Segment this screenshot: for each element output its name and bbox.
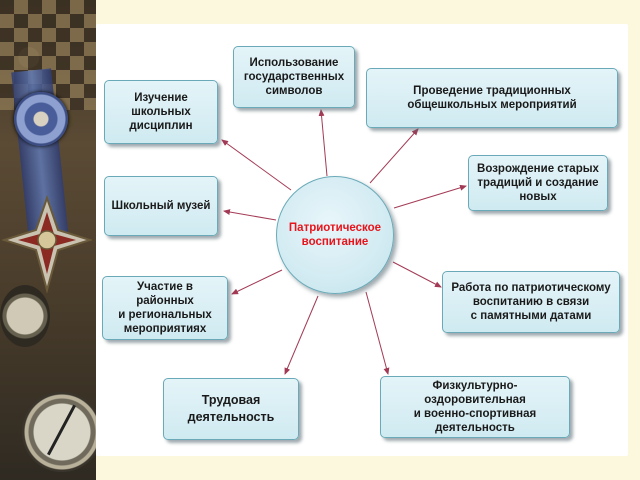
node-labor-activity: Трудовая деятельность [163, 378, 299, 440]
connector-symbols [318, 109, 328, 177]
connector-sport [365, 291, 390, 375]
center-patriotic-education: Патриотическое воспитание [276, 176, 394, 294]
node-school-subjects: Изучение школьных дисциплин [104, 80, 218, 144]
node-memorial-dates: Работа по патриотическому воспитанию в с… [442, 271, 620, 333]
connector-traditions [393, 184, 467, 209]
connector-labor [284, 295, 319, 375]
node-traditional-events: Проведение традиционных общешкольных мер… [366, 68, 618, 128]
decorative-photo-strip [0, 0, 96, 480]
ribbon-rosette [14, 92, 68, 146]
node-school-museum: Школьный музей [104, 176, 218, 236]
node-regional-events: Участие в районных и региональных меропр… [102, 276, 228, 340]
node-sport-activity: Физкультурно-оздоровительная и военно-сп… [380, 376, 570, 438]
node-revive-traditions: Возрождение старых традиций и создание н… [468, 155, 608, 211]
connector-regional [231, 269, 283, 295]
small-dial [0, 285, 50, 347]
connector-museum [223, 209, 277, 221]
order-cross-icon [2, 194, 92, 294]
center-label: Патриотическое воспитание [288, 222, 382, 248]
connector-dates [392, 261, 442, 288]
connector-subjects [221, 139, 292, 191]
node-state-symbols: Использование государственных символов [233, 46, 355, 108]
connector-events [369, 128, 419, 184]
